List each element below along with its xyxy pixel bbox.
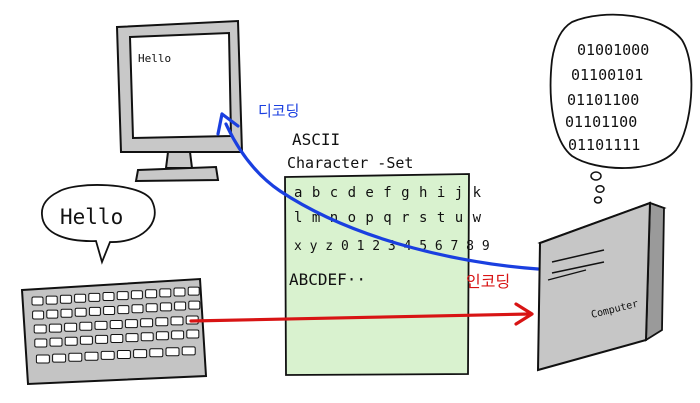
keyboard-key [85,352,98,360]
monitor-screen-text: Hello [138,52,171,65]
keyboard-key [111,335,123,343]
encoding-label: 인코딩 [466,272,510,291]
keyboard [22,279,206,384]
keyboard-key [141,333,153,341]
charset-panel: ASCII Character -Set a b c d e f g h i j… [285,130,490,375]
keyboard-key [189,301,200,309]
charset-row-2: l m n o p q r s t u w [294,210,482,226]
keyboard-key [175,302,186,310]
keyboard-key [125,320,137,328]
keyboard-key [134,350,147,358]
keyboard-key [160,289,171,297]
keyboard-key [46,296,57,304]
keyboard-key [80,322,92,330]
keyboard-key [182,347,195,355]
monitor: Hello [117,21,242,181]
keyboard-key [104,307,115,315]
keyboard-key [171,317,183,325]
keyboard-key [75,308,86,316]
keyboard-key [188,287,199,295]
keyboard-key [36,355,49,363]
keyboard-key [96,335,108,343]
keyboard-key [117,292,128,300]
thought-bits-5: 01101111 [568,136,640,154]
keyboard-key [150,349,163,357]
keyboard-key [65,337,77,345]
keyboard-key [146,304,157,312]
keyboard-key [132,305,143,313]
keyboard-key [33,311,44,319]
keyboard-key [187,330,199,338]
keyboard-key [166,348,179,356]
thought-bits-2: 01100101 [571,66,643,84]
keyboard-key [117,351,130,359]
thought-dot [596,186,604,193]
keyboard-key [146,290,157,298]
keyboard-key [110,321,122,329]
thought-bubble: 01001000 01100101 01101100 01101100 0110… [551,15,692,203]
keyboard-key [35,339,47,347]
keyboard-key [141,319,153,327]
keyboard-key [49,324,61,332]
keyboard-key [118,306,129,314]
keyboard-key [50,338,62,346]
keyboard-key [126,334,138,342]
speech-bubble-text: Hello [60,205,123,229]
keyboard-key [156,332,168,340]
keyboard-key [156,318,168,326]
keyboard-key [53,354,66,362]
thought-bits-4: 01101100 [565,113,637,131]
thought-dot [595,197,602,203]
keyboard-key [69,353,82,361]
keyboard-key [103,293,114,301]
keyboard-key [47,310,58,318]
thought-bits-3: 01101100 [567,91,639,109]
charset-row-4: ABCDEF·· [289,270,366,289]
speech-bubble: Hello [42,185,155,262]
decoding-label: 디코딩 [258,102,299,120]
keyboard-key [61,309,72,317]
thought-bits-1: 01001000 [577,41,649,59]
keyboard-key [34,325,46,333]
keyboard-key [174,288,185,296]
charset-row-1: a b c d e f g h i j k [294,185,482,201]
keyboard-key [160,303,171,311]
thought-dot [591,172,601,180]
keyboard-key [89,293,100,301]
keyboard-key [172,331,184,339]
keyboard-key [32,297,43,305]
keyboard-key [95,321,107,329]
keyboard-key [131,291,142,299]
charset-title-line1: ASCII [292,130,340,149]
charset-title-line2: Character -Set [287,154,413,172]
keyboard-key [60,295,71,303]
keyboard-key [89,307,100,315]
keyboard-key [75,294,86,302]
keyboard-key [65,323,77,331]
computer-tower: Computer [538,203,664,370]
keyboard-key [101,351,114,359]
keyboard-key [80,336,92,344]
